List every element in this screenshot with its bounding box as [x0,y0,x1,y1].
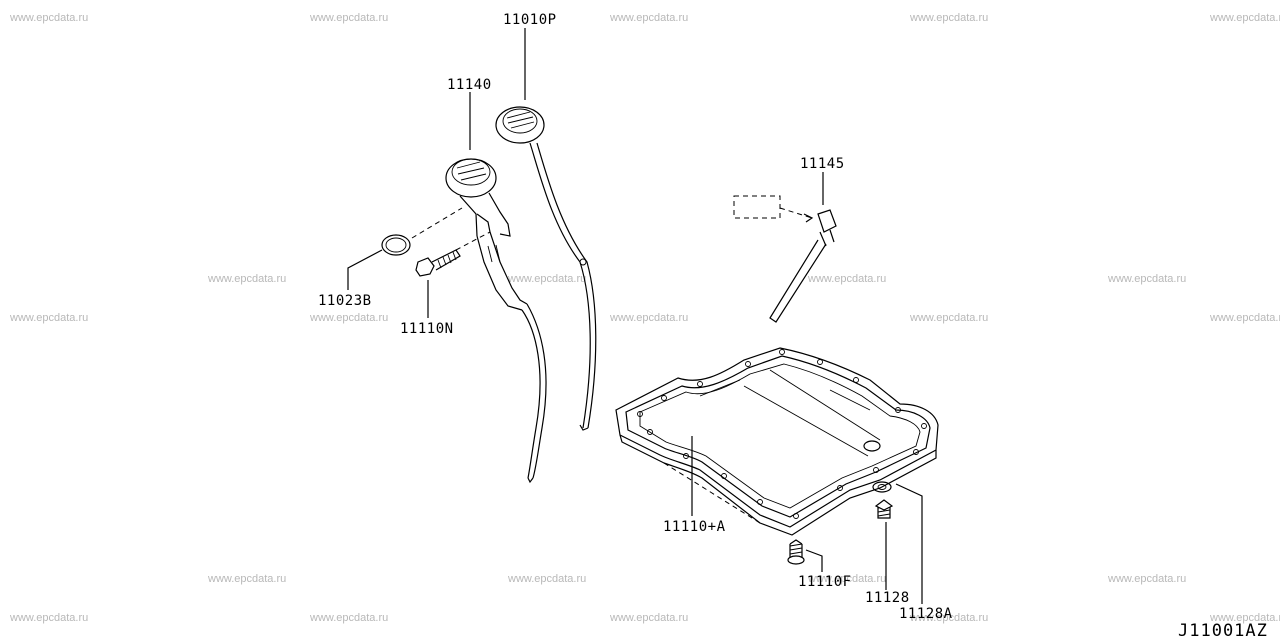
watermark: www.epcdata.ru [309,312,388,324]
watermark: www.epcdata.ru [9,12,88,24]
watermark: www.epcdata.ru [1209,612,1280,624]
watermark: www.epcdata.ru [207,573,286,585]
watermark: www.epcdata.ru [807,273,886,285]
watermark: www.epcdata.ru [207,273,286,285]
bolt-11110F[interactable] [787,539,805,565]
watermark: www.epcdata.ru [1209,12,1280,24]
watermark: www.epcdata.ru [507,573,586,585]
dipstick-11010P[interactable] [495,106,597,431]
part-label-11128A[interactable]: 11128A [899,606,953,622]
assembly-line [455,231,491,251]
watermark: www.epcdata.ru [807,573,886,585]
part-label-11128[interactable]: 11128 [865,590,910,606]
watermark: www.epcdata.ru [9,612,88,624]
gauge-11145[interactable] [733,195,837,323]
watermark: www.epcdata.ru [1107,273,1186,285]
watermark: www.epcdata.ru [9,312,88,324]
bolt-11110N[interactable] [415,249,461,277]
watermark: www.epcdata.ru [909,12,988,24]
watermark: www.epcdata.ru [909,312,988,324]
assembly-line [411,207,463,239]
diagram-code: J11001AZ [1178,621,1268,640]
watermark: www.epcdata.ru [909,612,988,624]
watermark: www.epcdata.ru [309,12,388,24]
watermark: www.epcdata.ru [309,612,388,624]
watermark: www.epcdata.ru [1107,573,1186,585]
watermark: www.epcdata.ru [609,612,688,624]
oil-pan-11110A[interactable] [615,347,939,536]
leader-lines [347,28,923,604]
part-label-11110N[interactable]: 11110N [400,321,454,337]
part-label-11140[interactable]: 11140 [447,77,492,93]
part-label-11110A[interactable]: 11110+A [663,519,726,535]
watermark: www.epcdata.ru [1209,312,1280,324]
watermark: www.epcdata.ru [609,12,688,24]
watermark-layer: www.epcdata.ru www.epcdata.ru www.epcdat… [9,12,1280,624]
part-label-11023B[interactable]: 11023B [318,293,372,309]
drain-plug-11128[interactable] [874,499,894,519]
part-label-11145[interactable]: 11145 [800,156,845,172]
part-label-11110F[interactable]: 11110F [798,574,852,590]
watermark: www.epcdata.ru [609,312,688,324]
part-label-11010P[interactable]: 11010P [503,12,557,28]
o-ring-11023B[interactable] [381,234,411,256]
watermark: www.epcdata.ru [507,273,586,285]
gauge-guide-11140[interactable] [445,158,547,484]
washer-11128A[interactable] [872,481,892,493]
